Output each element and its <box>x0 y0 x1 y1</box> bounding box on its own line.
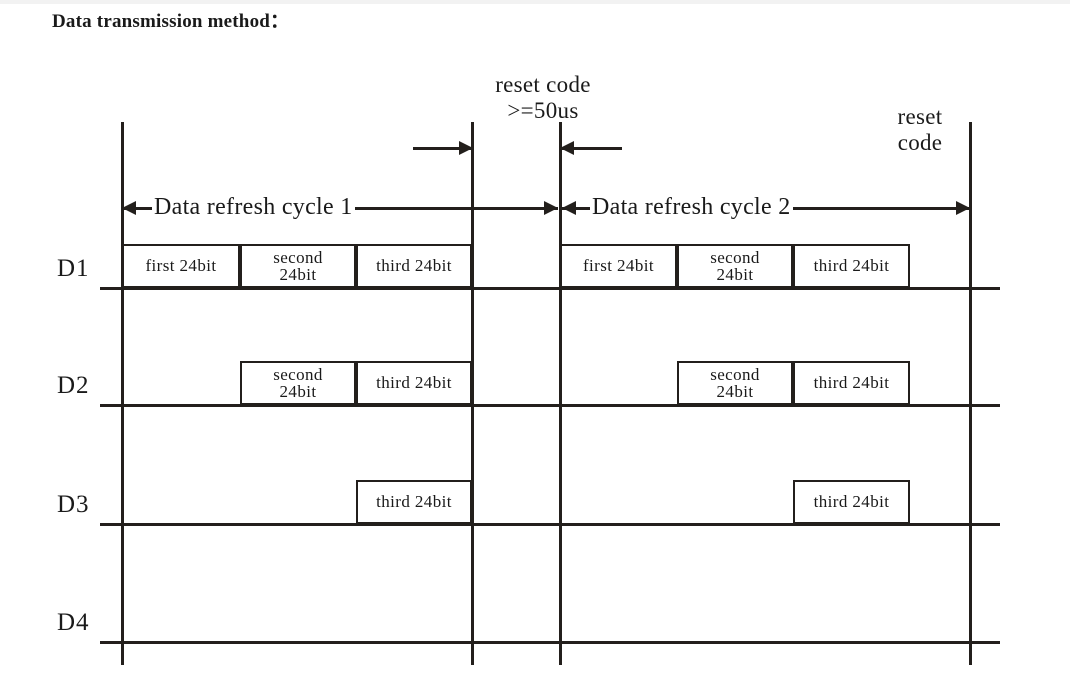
cycle2-label: Data refresh cycle 2 <box>590 194 793 221</box>
baseline-d1 <box>100 287 1000 290</box>
reset-code-arrow-right-head <box>560 141 574 155</box>
packet-d3-c2-third: third 24bit <box>793 480 910 524</box>
baseline-d2 <box>100 404 1000 407</box>
packet-d1-c2-third: third 24bit <box>793 244 910 288</box>
cycle1-arrow-right-head <box>544 201 558 215</box>
packet-d1-c1-third: third 24bit <box>356 244 472 288</box>
cycle1-arrow-left-head <box>122 201 136 215</box>
cycle2-arrow-left-head <box>562 201 576 215</box>
cycle2-arrow-right-head <box>956 201 970 215</box>
channel-label-d3: D3 <box>57 491 90 518</box>
reset-code-arrow-left-shaft <box>413 147 473 150</box>
packet-d2-c1-second: second 24bit <box>240 361 356 405</box>
packet-d1-c2-second: second 24bit <box>677 244 793 288</box>
packet-d3-c1-third: third 24bit <box>356 480 472 524</box>
baseline-d4 <box>100 641 1000 644</box>
page-top-strip <box>0 0 1070 4</box>
packet-d2-c1-third: third 24bit <box>356 361 472 405</box>
boundary-line-cycle1-end <box>471 122 474 665</box>
packet-d1-c1-second: second 24bit <box>240 244 356 288</box>
boundary-line-cycle2-end <box>969 122 972 665</box>
cycle1-label: Data refresh cycle 1 <box>152 194 355 221</box>
packet-d1-c1-first: first 24bit <box>122 244 240 288</box>
reset-code-arrow-right-shaft <box>560 147 622 150</box>
reset-code-center-label: reset code >=50us <box>495 72 591 123</box>
reset-code-right-label: reset code <box>897 104 943 155</box>
page-title: Data transmission method： <box>52 11 290 32</box>
channel-label-d2: D2 <box>57 372 90 399</box>
boundary-line-cycle1-start <box>121 122 124 665</box>
packet-d2-c2-second: second 24bit <box>677 361 793 405</box>
baseline-d3 <box>100 523 1000 526</box>
packet-d2-c2-third: third 24bit <box>793 361 910 405</box>
channel-label-d1: D1 <box>57 255 90 282</box>
boundary-line-cycle2-start <box>559 122 562 665</box>
channel-label-d4: D4 <box>57 609 90 636</box>
packet-d1-c2-first: first 24bit <box>560 244 677 288</box>
reset-code-arrow-left-head <box>459 141 473 155</box>
